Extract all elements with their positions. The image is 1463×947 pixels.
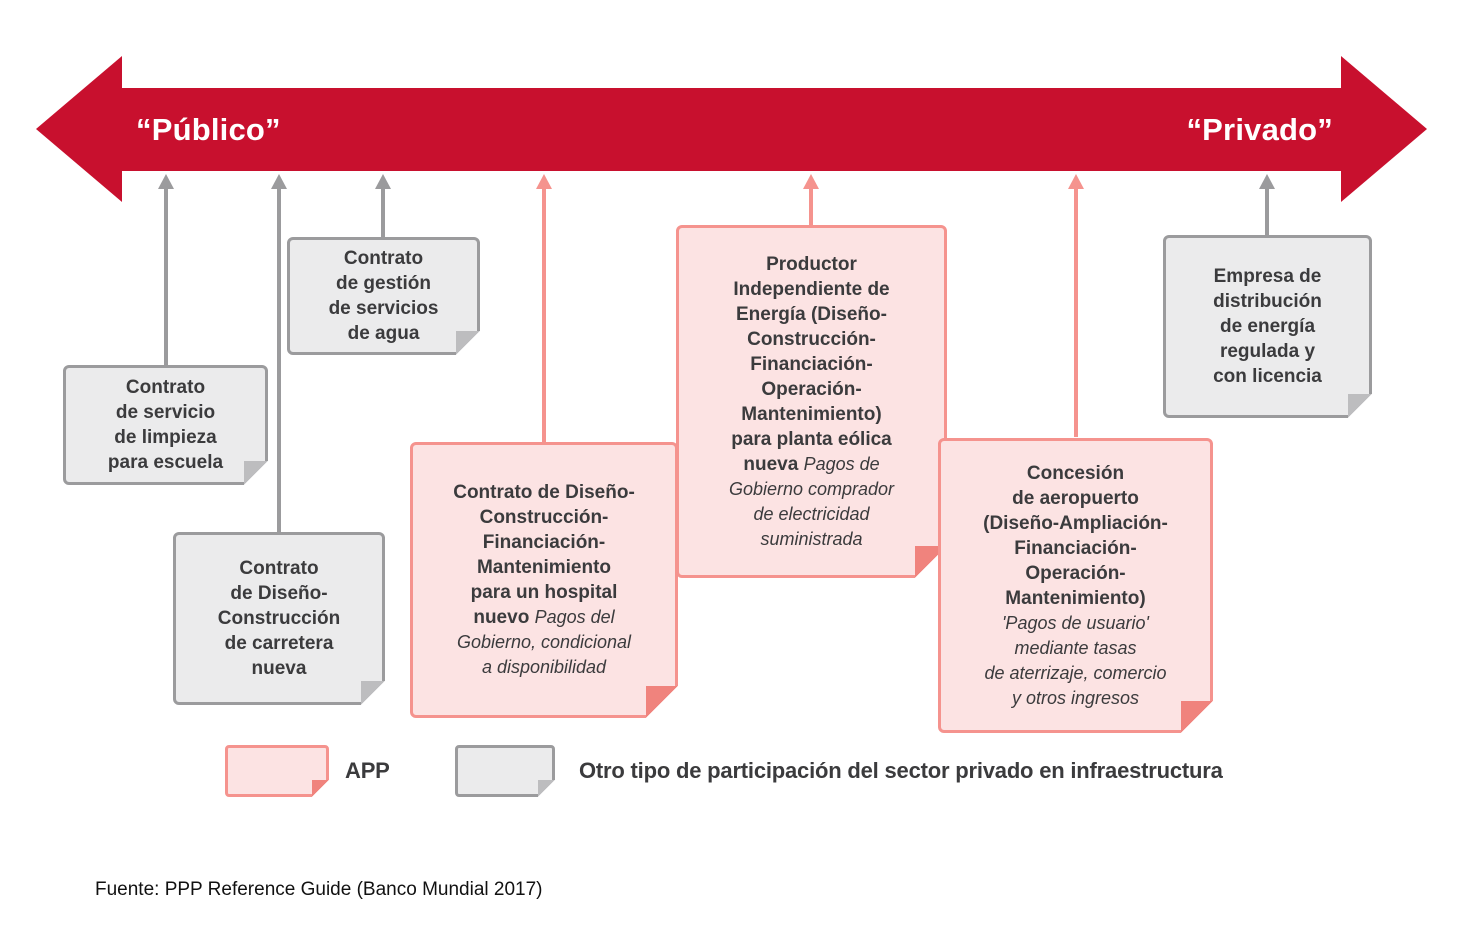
up-arrowhead-icon <box>536 174 552 189</box>
folded-corner-icon <box>312 780 329 797</box>
up-arrowhead-icon <box>1068 174 1084 189</box>
connector-arrow-limpieza <box>157 174 175 365</box>
up-arrowhead-icon <box>158 174 174 189</box>
legend-other-swatch <box>455 745 555 797</box>
folded-corner-icon <box>361 681 385 705</box>
publico-label: “Público” <box>136 111 281 147</box>
legend-app-swatch <box>225 745 329 797</box>
up-arrowhead-icon <box>1259 174 1275 189</box>
note-contrato-hospital-nuevo: Contrato de Diseño- Construcción- Financ… <box>410 442 678 718</box>
note-text: Empresa de distribución de energía regul… <box>1213 266 1322 387</box>
arrow-line <box>542 189 546 442</box>
note-payment-detail: 'Pagos de usuario' mediante tasas de ate… <box>984 612 1167 708</box>
connector-arrow-carretera <box>270 174 288 532</box>
note-contrato-gestion-agua: Contrato de gestión de servicios de agua <box>287 237 480 355</box>
note-contrato-limpieza-escuela: Contrato de servicio de limpieza para es… <box>63 365 268 485</box>
up-arrowhead-icon <box>375 174 391 189</box>
note-title: Contrato de Diseño- Construcción- Financ… <box>453 482 635 628</box>
note-text: Contrato de gestión de servicios de agua <box>328 248 439 344</box>
arrow-line <box>381 189 385 237</box>
note-text: Contrato de servicio de limpieza para es… <box>107 377 224 473</box>
up-arrowhead-icon <box>803 174 819 189</box>
connector-arrow-distribucion <box>1258 174 1276 235</box>
connector-arrow-hospital <box>535 174 553 442</box>
arrow-line <box>277 189 281 532</box>
note-text: Productor Independiente de Energía (Dise… <box>719 246 904 558</box>
connector-arrow-agua <box>374 174 392 237</box>
arrow-line <box>809 189 813 225</box>
source-citation: Fuente: PPP Reference Guide (Banco Mundi… <box>95 879 543 900</box>
note-text: Contrato de Diseño- Construcción de carr… <box>217 558 341 679</box>
note-productor-independiente-energia: Productor Independiente de Energía (Dise… <box>676 225 947 578</box>
note-concesion-aeropuerto: Concesión de aeropuerto (Diseño-Ampliaci… <box>938 438 1213 733</box>
note-payment-detail: Pagos del Gobierno, condicional a dispon… <box>456 607 632 677</box>
spectrum-arrow-bar <box>118 88 1345 171</box>
folded-corner-icon <box>244 461 268 485</box>
right-arrowhead-icon <box>1341 56 1427 202</box>
note-text: Concesión de aeropuerto (Diseño-Ampliaci… <box>973 455 1178 717</box>
note-empresa-distribucion-energia: Empresa de distribución de energía regul… <box>1163 235 1372 418</box>
note-title: Productor Independiente de Energía (Dise… <box>731 253 892 475</box>
arrow-line <box>1265 189 1269 235</box>
legend-app-label: APP <box>345 758 390 783</box>
folded-corner-icon <box>456 331 480 355</box>
note-payment-detail: Pagos de Gobierno comprador de electrici… <box>728 453 895 549</box>
connector-arrow-aeropuerto <box>1067 174 1085 437</box>
folded-corner-icon <box>538 780 555 797</box>
privado-label: “Privado” <box>1186 111 1333 147</box>
up-arrowhead-icon <box>271 174 287 189</box>
legend-other-label: Otro tipo de participación del sector pr… <box>579 758 1223 783</box>
note-text: Contrato de Diseño- Construcción- Financ… <box>443 474 645 686</box>
note-contrato-carretera-nueva: Contrato de Diseño- Construcción de carr… <box>173 532 385 705</box>
note-title: Concesión de aeropuerto (Diseño-Ampliaci… <box>983 462 1168 609</box>
arrow-line <box>164 189 168 365</box>
folded-corner-icon <box>1348 394 1372 418</box>
connector-arrow-productor <box>802 174 820 225</box>
arrow-line <box>1074 189 1078 437</box>
folded-corner-icon <box>1181 701 1213 733</box>
left-arrowhead-icon <box>36 56 122 202</box>
folded-corner-icon <box>646 686 678 718</box>
